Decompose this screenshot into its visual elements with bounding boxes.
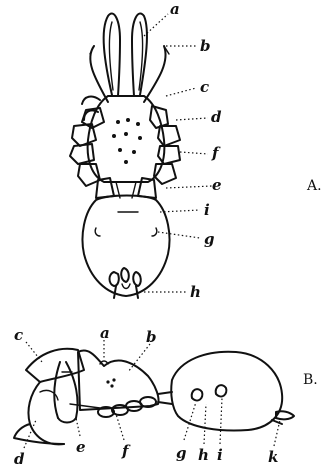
pedipalp-b: [54, 362, 77, 423]
callout-a-a: a: [170, 0, 180, 18]
callout-a-c: c: [200, 78, 209, 96]
carapace-b: [78, 351, 159, 410]
chelicerae-a: [104, 13, 147, 96]
callout-b-b: b: [146, 328, 157, 346]
callout-a-d: d: [211, 108, 222, 126]
pedipalps-a: [90, 46, 169, 102]
callout-a-b: b: [200, 37, 211, 55]
coxae-right-a: [150, 106, 180, 184]
callout-a-f: f: [211, 144, 221, 162]
figure-a-label: A.: [306, 178, 322, 194]
callout-b-a: a: [100, 324, 110, 342]
callout-b-i: i: [217, 446, 223, 464]
figure-b-lateral-view: c a b d e f g h i k B.: [14, 324, 318, 468]
callout-a-h: h: [190, 283, 201, 301]
callout-b-c: c: [14, 326, 23, 344]
chelicera-b: [14, 349, 84, 445]
lung-slit-right-a: [152, 228, 157, 236]
coxae-b: [70, 397, 156, 417]
eyes-b: [106, 378, 115, 387]
callout-a-g: g: [204, 230, 215, 248]
callout-a-e: e: [212, 176, 222, 194]
callout-b-g: g: [176, 444, 187, 462]
lung-slit-g-b: [192, 389, 203, 400]
pedicel-b: [158, 392, 172, 404]
callout-a-i: i: [204, 201, 210, 219]
spinnerets-b: [272, 411, 294, 424]
figure-a-ventral-view: a b c d f e i g h A.: [70, 0, 322, 301]
callout-b-f: f: [121, 442, 131, 460]
figure-b-label: B.: [303, 372, 318, 388]
callout-b-k: k: [268, 448, 278, 466]
lung-slit-i-b: [216, 385, 227, 396]
callout-b-e: e: [76, 438, 86, 456]
lung-slit-left-a: [95, 228, 100, 236]
sternum-dots-a: [112, 118, 142, 164]
callout-b-d: d: [14, 450, 25, 468]
callout-b-h: h: [198, 446, 209, 464]
